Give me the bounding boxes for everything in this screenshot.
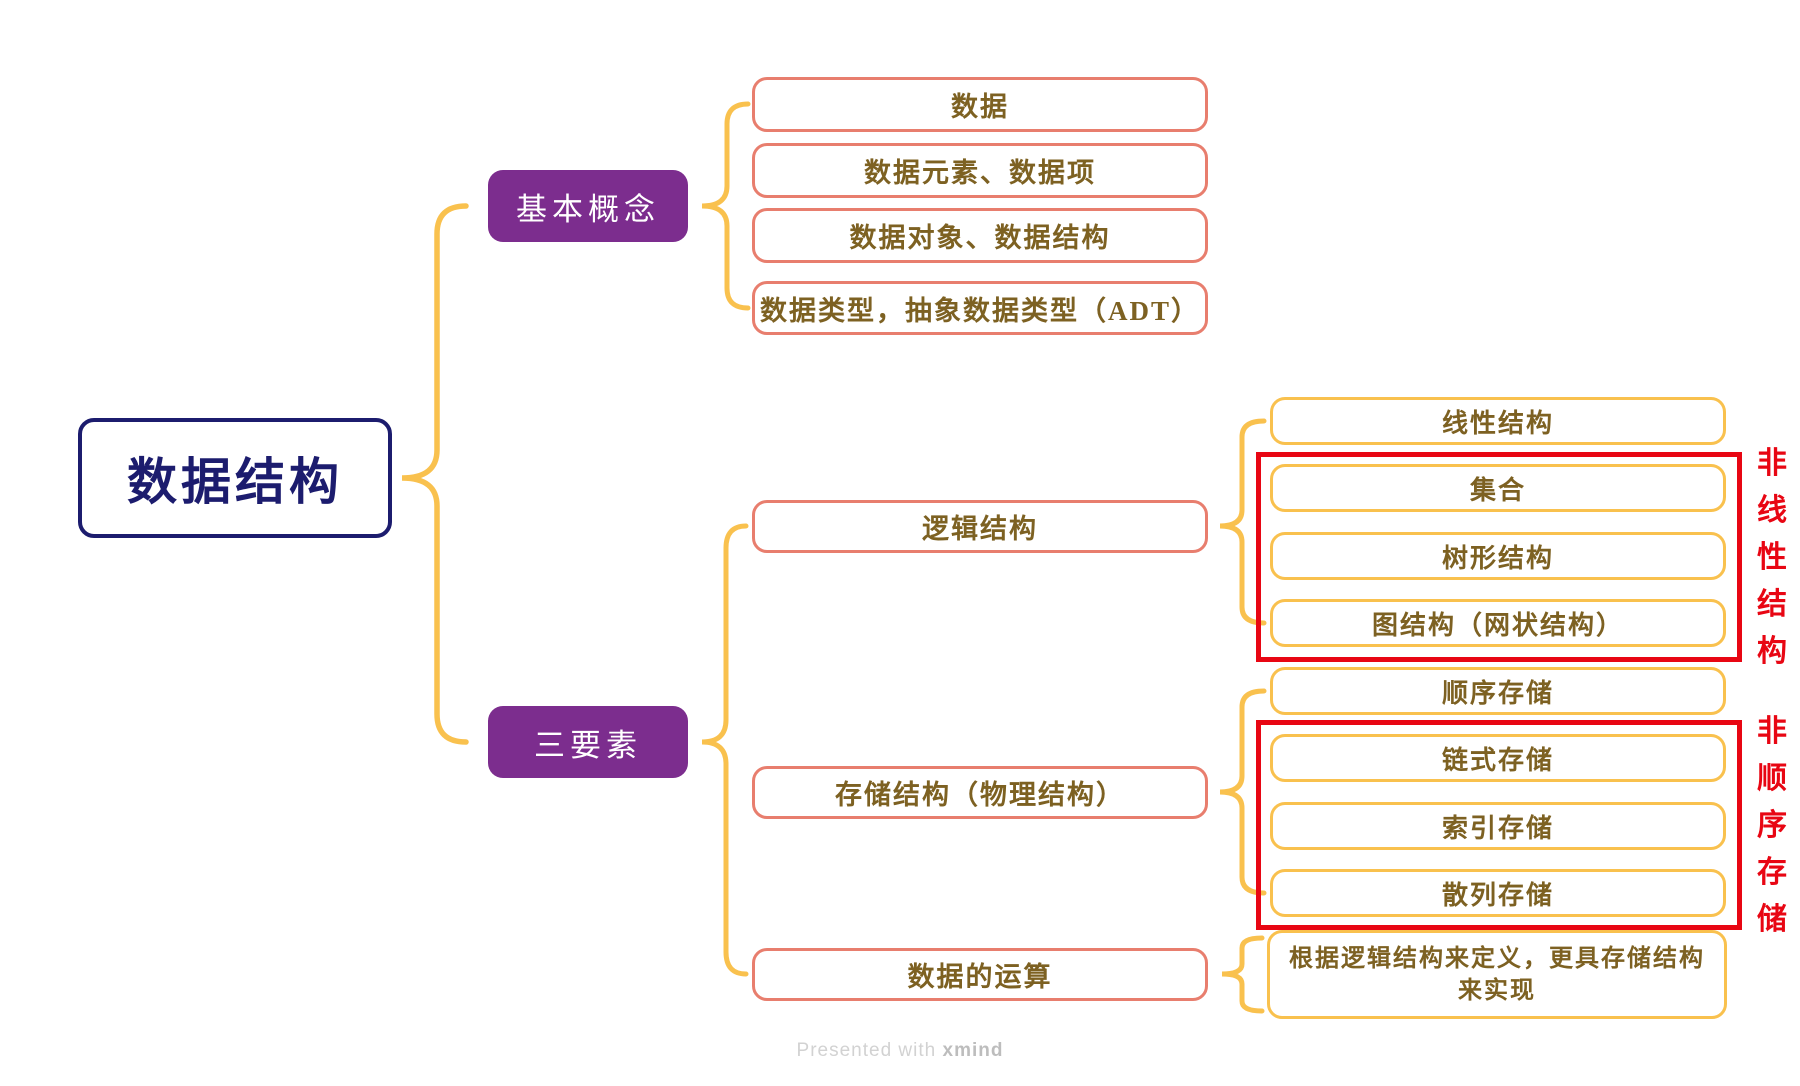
leaf-sequential-storage[interactable]: 顺序存储 — [1270, 667, 1726, 715]
brace-root-to-branches — [401, 203, 469, 745]
highlight-box-nonlinear — [1256, 452, 1742, 662]
highlight-box-nonsequential — [1256, 720, 1742, 930]
topic-data-object-structure[interactable]: 数据对象、数据结构 — [752, 208, 1208, 263]
topic-logical-structure[interactable]: 逻辑结构 — [752, 500, 1208, 553]
annotation-nonlinear-structure: 非线性结构 — [1757, 447, 1787, 668]
leaf-operations-definition[interactable]: 根据逻辑结构来定义，更具存储结构来实现 — [1267, 930, 1727, 1019]
leaf-index-storage[interactable]: 索引存储 — [1270, 802, 1726, 850]
leaf-set[interactable]: 集合 — [1270, 464, 1726, 512]
brace-storage-children — [1219, 688, 1267, 896]
branch-three-elements[interactable]: 三要素 — [488, 706, 688, 778]
leaf-tree-structure[interactable]: 树形结构 — [1270, 532, 1726, 580]
topic-data-element-item[interactable]: 数据元素、数据项 — [752, 143, 1208, 198]
brace-concepts-children — [701, 101, 751, 311]
annotation-nonsequential-storage: 非顺序存储 — [1757, 715, 1787, 936]
branch-basic-concepts[interactable]: 基本概念 — [488, 170, 688, 242]
leaf-linear-structure[interactable]: 线性结构 — [1270, 397, 1726, 445]
brace-operations-children — [1221, 935, 1265, 1014]
brace-elements-children — [701, 523, 749, 977]
topic-data-type-adt[interactable]: 数据类型，抽象数据类型（ADT） — [752, 281, 1208, 335]
topic-storage-structure[interactable]: 存储结构（物理结构） — [752, 766, 1208, 819]
brace-logic-children — [1219, 418, 1267, 626]
xmind-watermark: Presented with xmind — [760, 1040, 1040, 1062]
watermark-prefix: Presented with — [796, 1040, 943, 1061]
leaf-linked-storage[interactable]: 链式存储 — [1270, 734, 1726, 782]
topic-data-operations[interactable]: 数据的运算 — [752, 948, 1208, 1001]
root-topic[interactable]: 数据结构 — [78, 418, 392, 538]
watermark-brand: xmind — [942, 1040, 1004, 1061]
leaf-graph-structure[interactable]: 图结构（网状结构） — [1270, 599, 1726, 647]
topic-data[interactable]: 数据 — [752, 77, 1208, 132]
leaf-hash-storage[interactable]: 散列存储 — [1270, 869, 1726, 917]
